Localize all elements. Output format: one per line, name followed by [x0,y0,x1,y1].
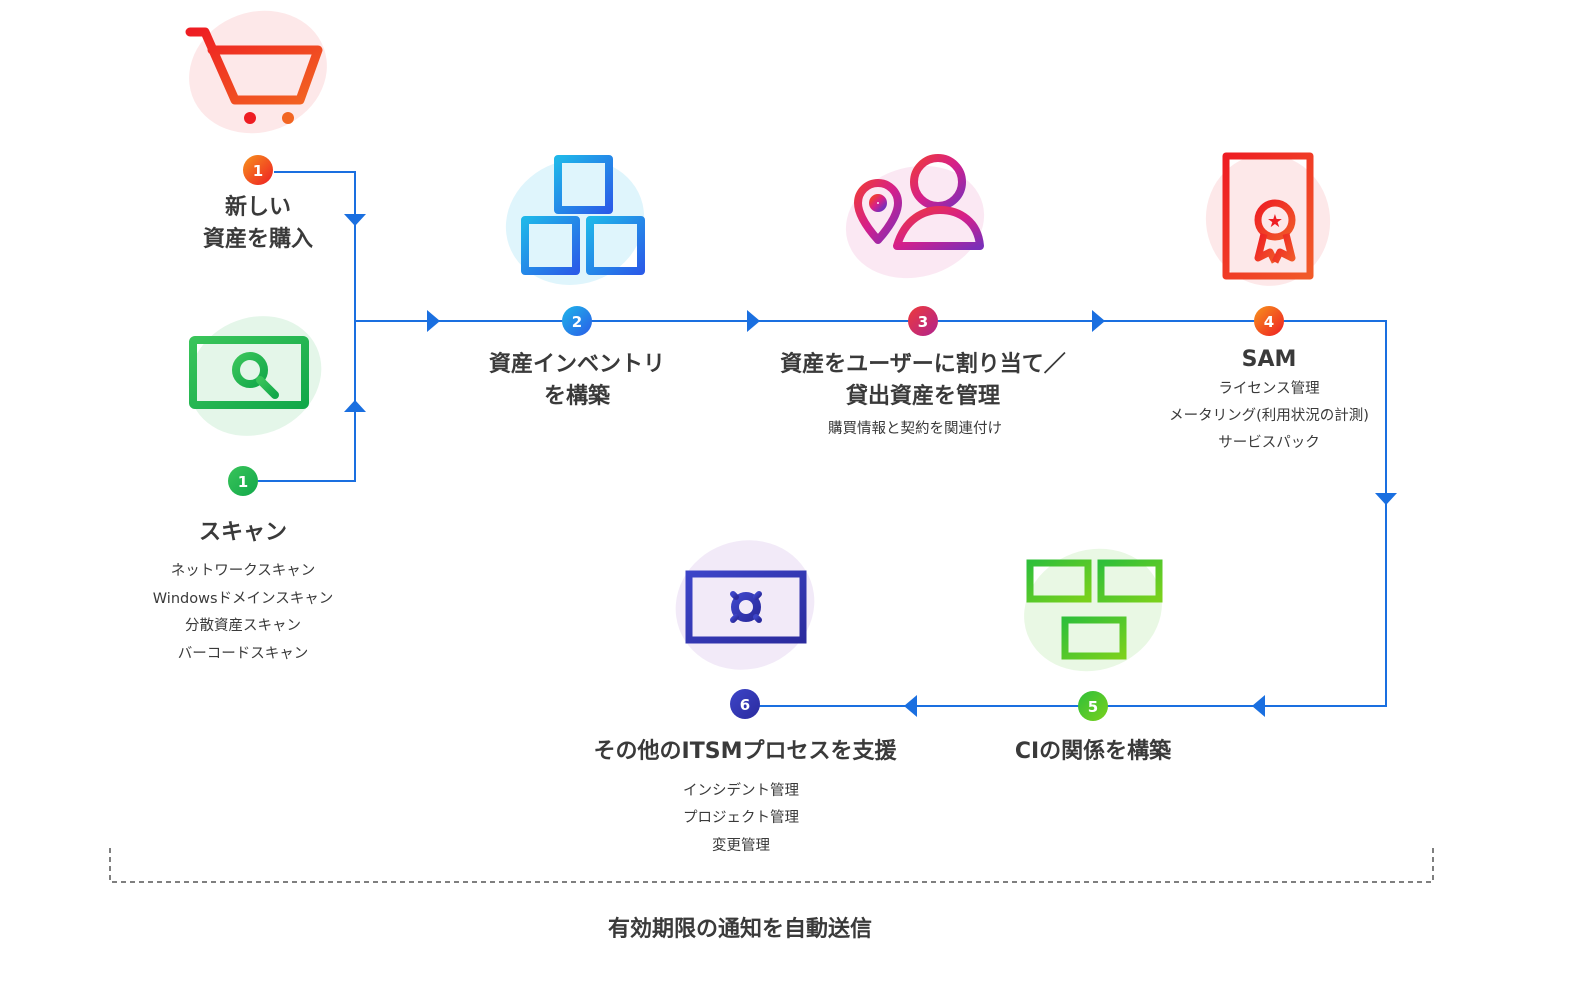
network-monitors-icon [1026,559,1163,668]
footer-label: 有効期限の通知を自動送信 [608,916,872,942]
step-number: 6 [740,696,750,714]
assign-item: 購買情報と契約を関連付け [828,420,1002,437]
step-title-line1: 資産をユーザーに割り当て／ [780,351,1066,377]
sam-item: サービスパック [1218,434,1320,451]
flow-lines [258,171,1387,707]
itsm-item: プロジェクト管理 [683,809,799,826]
step-number: 1 [238,473,248,491]
arrow-up-1 [344,400,366,412]
step-title: その他のITSMプロセスを支援 [594,739,898,764]
step-badge [908,306,938,336]
scan-item: 分散資産スキャン [185,617,301,634]
step-inventory: 2 資産インベントリ を構築 [489,155,665,409]
ci-blob [1024,548,1162,672]
step-badge [228,466,258,496]
arrow-left-1 [1252,695,1265,717]
scan-item: Windowsドメインスキャン [153,591,333,607]
arrow-right-2 [747,310,760,332]
itsm-item: インシデント管理 [683,781,799,799]
arrow-right-1 [427,310,440,332]
step-title-line2: を構築 [544,383,611,409]
footer-bracket: 有効期限の通知を自動送信 [109,848,1434,942]
step-purchase: 1 新しい 資産を購入 [185,10,327,252]
step-badge [562,306,592,336]
step-ci: 5 CIの関係を構築 [1015,548,1172,764]
connector-main-top [355,320,1387,707]
step-badge [1078,691,1108,721]
boxes-icon [521,155,645,275]
certificate-icon [1222,152,1314,280]
step-title-line2: 資産を購入 [203,226,313,252]
scan-item: ネットワークスキャン [171,562,316,579]
arrow-down-2 [1375,493,1397,505]
dashed-bracket [109,848,1434,883]
sam-item: ライセンス管理 [1218,380,1320,397]
step-title-line1: 新しい [225,194,291,220]
sam-item: メータリング(利用状況の計測) [1169,407,1369,424]
step-title: CIの関係を構築 [1015,738,1172,764]
itsm-item: 変更管理 [712,837,770,854]
step-title-line2: 貸出資産を管理 [845,383,1000,409]
arrow-down-1 [344,214,366,226]
flow-arrows [344,214,1397,717]
step-number: 2 [572,313,582,331]
step-number: 1 [253,162,263,180]
connector-purchase [258,171,356,482]
step-number: 5 [1088,698,1098,716]
step-number: 3 [918,313,928,331]
step-badge [243,155,273,185]
user-location-icon [854,154,984,250]
step-itsm: 6 その他のITSMプロセスを支援 インシデント管理 プロジェクト管理 変更管理 [594,540,898,854]
step-title: スキャン [199,520,287,545]
monitor-gear-icon [685,570,807,662]
scan-item: バーコードスキャン [178,646,309,662]
arrow-left-2 [904,695,917,717]
step-scan: 1 スキャン ネットワークスキャン Windowsドメインスキャン 分散資産スキ… [153,316,333,662]
step-sam: ★ 4 SAM ライセンス管理 メータリング(利用状況の計測) サービスパック [1169,152,1369,451]
step-badge [1254,306,1284,336]
step-assign: 3 資産をユーザーに割り当て／ 貸出資産を管理 購買情報と契約を関連付け [780,154,1066,437]
star-glyph: ★ [1267,211,1283,232]
sam-blob [1205,154,1331,286]
monitor-search-icon [189,336,309,430]
shopping-cart-icon [185,27,323,124]
arrow-right-3 [1092,310,1105,332]
step-number: 4 [1264,313,1274,331]
step-badge [730,689,760,719]
step-title: SAM [1242,347,1297,372]
step-title-line1: 資産インベントリ [489,351,665,377]
